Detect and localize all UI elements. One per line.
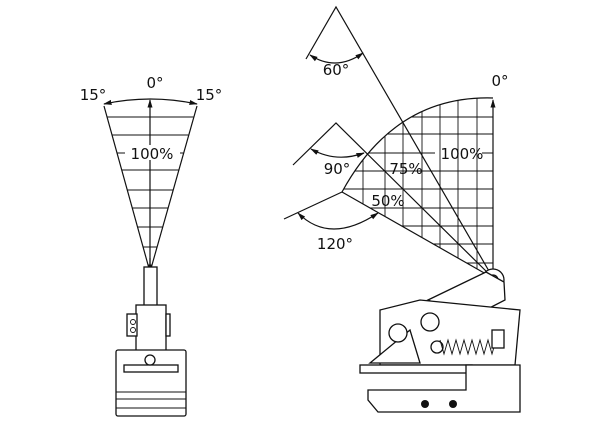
side-capacity-50-label: 50% <box>371 192 404 210</box>
side-angle-0-label: 0° <box>491 72 508 90</box>
side-capacity-75-label: 75% <box>389 160 422 178</box>
front-angle-left-label: 15° <box>80 86 107 104</box>
side-angle-90-label: 90° <box>324 160 351 178</box>
front-view-fan: 0° 15° 15° 100% <box>80 74 223 273</box>
side-angle-120-label: 120° <box>317 235 353 253</box>
side-view-clamp <box>359 271 521 413</box>
side-hatch <box>342 97 493 278</box>
front-capacity-label: 100% <box>131 145 174 163</box>
side-view-fan: 0° 60° 90° 120° 100% 75% 50% <box>283 5 509 292</box>
side-capacity-100-label: 100% <box>441 145 484 163</box>
front-view-clamp <box>115 266 187 417</box>
side-angle-60-label: 60° <box>323 61 350 79</box>
front-angle-right-label: 15° <box>196 86 223 104</box>
front-angle-0-label: 0° <box>146 74 163 92</box>
